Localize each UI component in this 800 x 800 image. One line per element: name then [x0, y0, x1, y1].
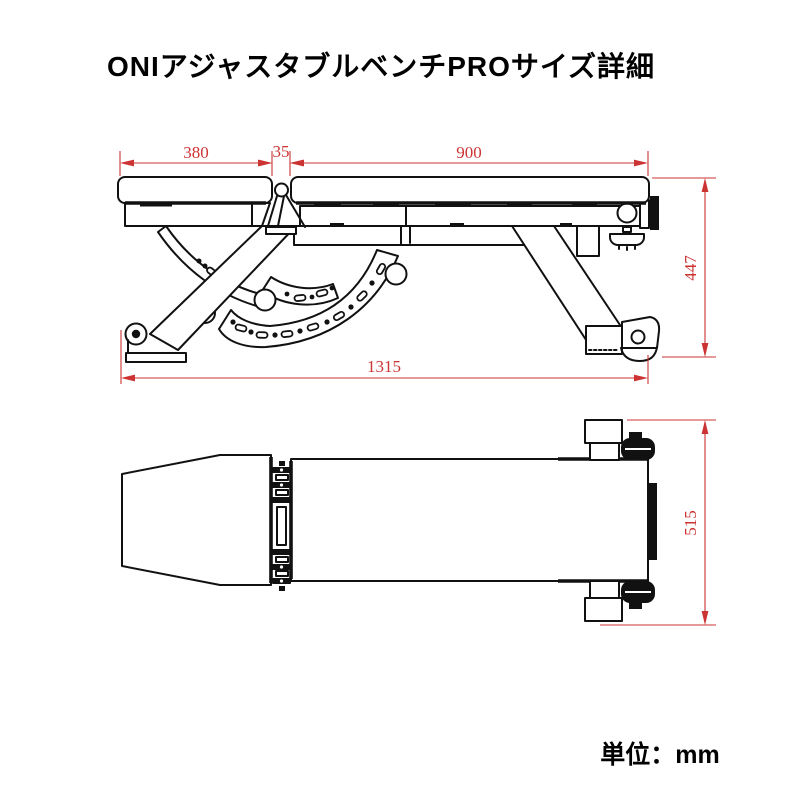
- seat-frame-rail: [299, 196, 659, 251]
- head-pad-top: [121, 454, 272, 586]
- dimension-annotations: 380 35 900 447: [119, 142, 716, 626]
- pivot-circle-left: [253, 288, 277, 312]
- head-pad-side: [117, 176, 273, 227]
- seat-pad-side: [290, 176, 650, 207]
- adjustment-knob: [609, 226, 645, 251]
- carriage-box: [293, 225, 531, 246]
- diagram-title: ONIアジャスタブルベンチPROサイズ詳細: [107, 50, 655, 82]
- rear-handle-bar: [648, 483, 657, 560]
- adjustment-arc-inner: [261, 276, 339, 306]
- dimension-head-pad-length: 380: [120, 143, 272, 167]
- rear-roller: [616, 202, 638, 224]
- dimension-label-900: 900: [456, 143, 482, 162]
- seat-pad-top: [289, 457, 649, 583]
- dimension-label-35: 35: [273, 142, 290, 161]
- caster-wheel: [620, 346, 658, 362]
- adjustment-arc-outer: [218, 249, 399, 349]
- dimension-overall-width: 515: [600, 419, 716, 626]
- top-view-drawing: [121, 419, 657, 622]
- pivot-circle-right: [384, 262, 408, 286]
- pad-hinge: [265, 182, 306, 235]
- dimension-seat-pad-length: 900: [290, 143, 648, 167]
- dimension-label-380: 380: [183, 143, 209, 162]
- unit-label: 単位：mm: [600, 740, 719, 769]
- rear-leg: [511, 225, 661, 362]
- side-view-drawing: [117, 176, 661, 363]
- front-foot-plate: [125, 352, 187, 363]
- rear-feet-top: [584, 419, 655, 622]
- dimension-overall-height: 447: [652, 177, 716, 358]
- dimension-label-515: 515: [681, 510, 700, 536]
- dimension-overall-length: 1315: [120, 330, 649, 384]
- hinge-hardware-top: [272, 461, 291, 591]
- dimension-label-447: 447: [681, 255, 700, 281]
- dimension-label-1315: 1315: [367, 357, 401, 376]
